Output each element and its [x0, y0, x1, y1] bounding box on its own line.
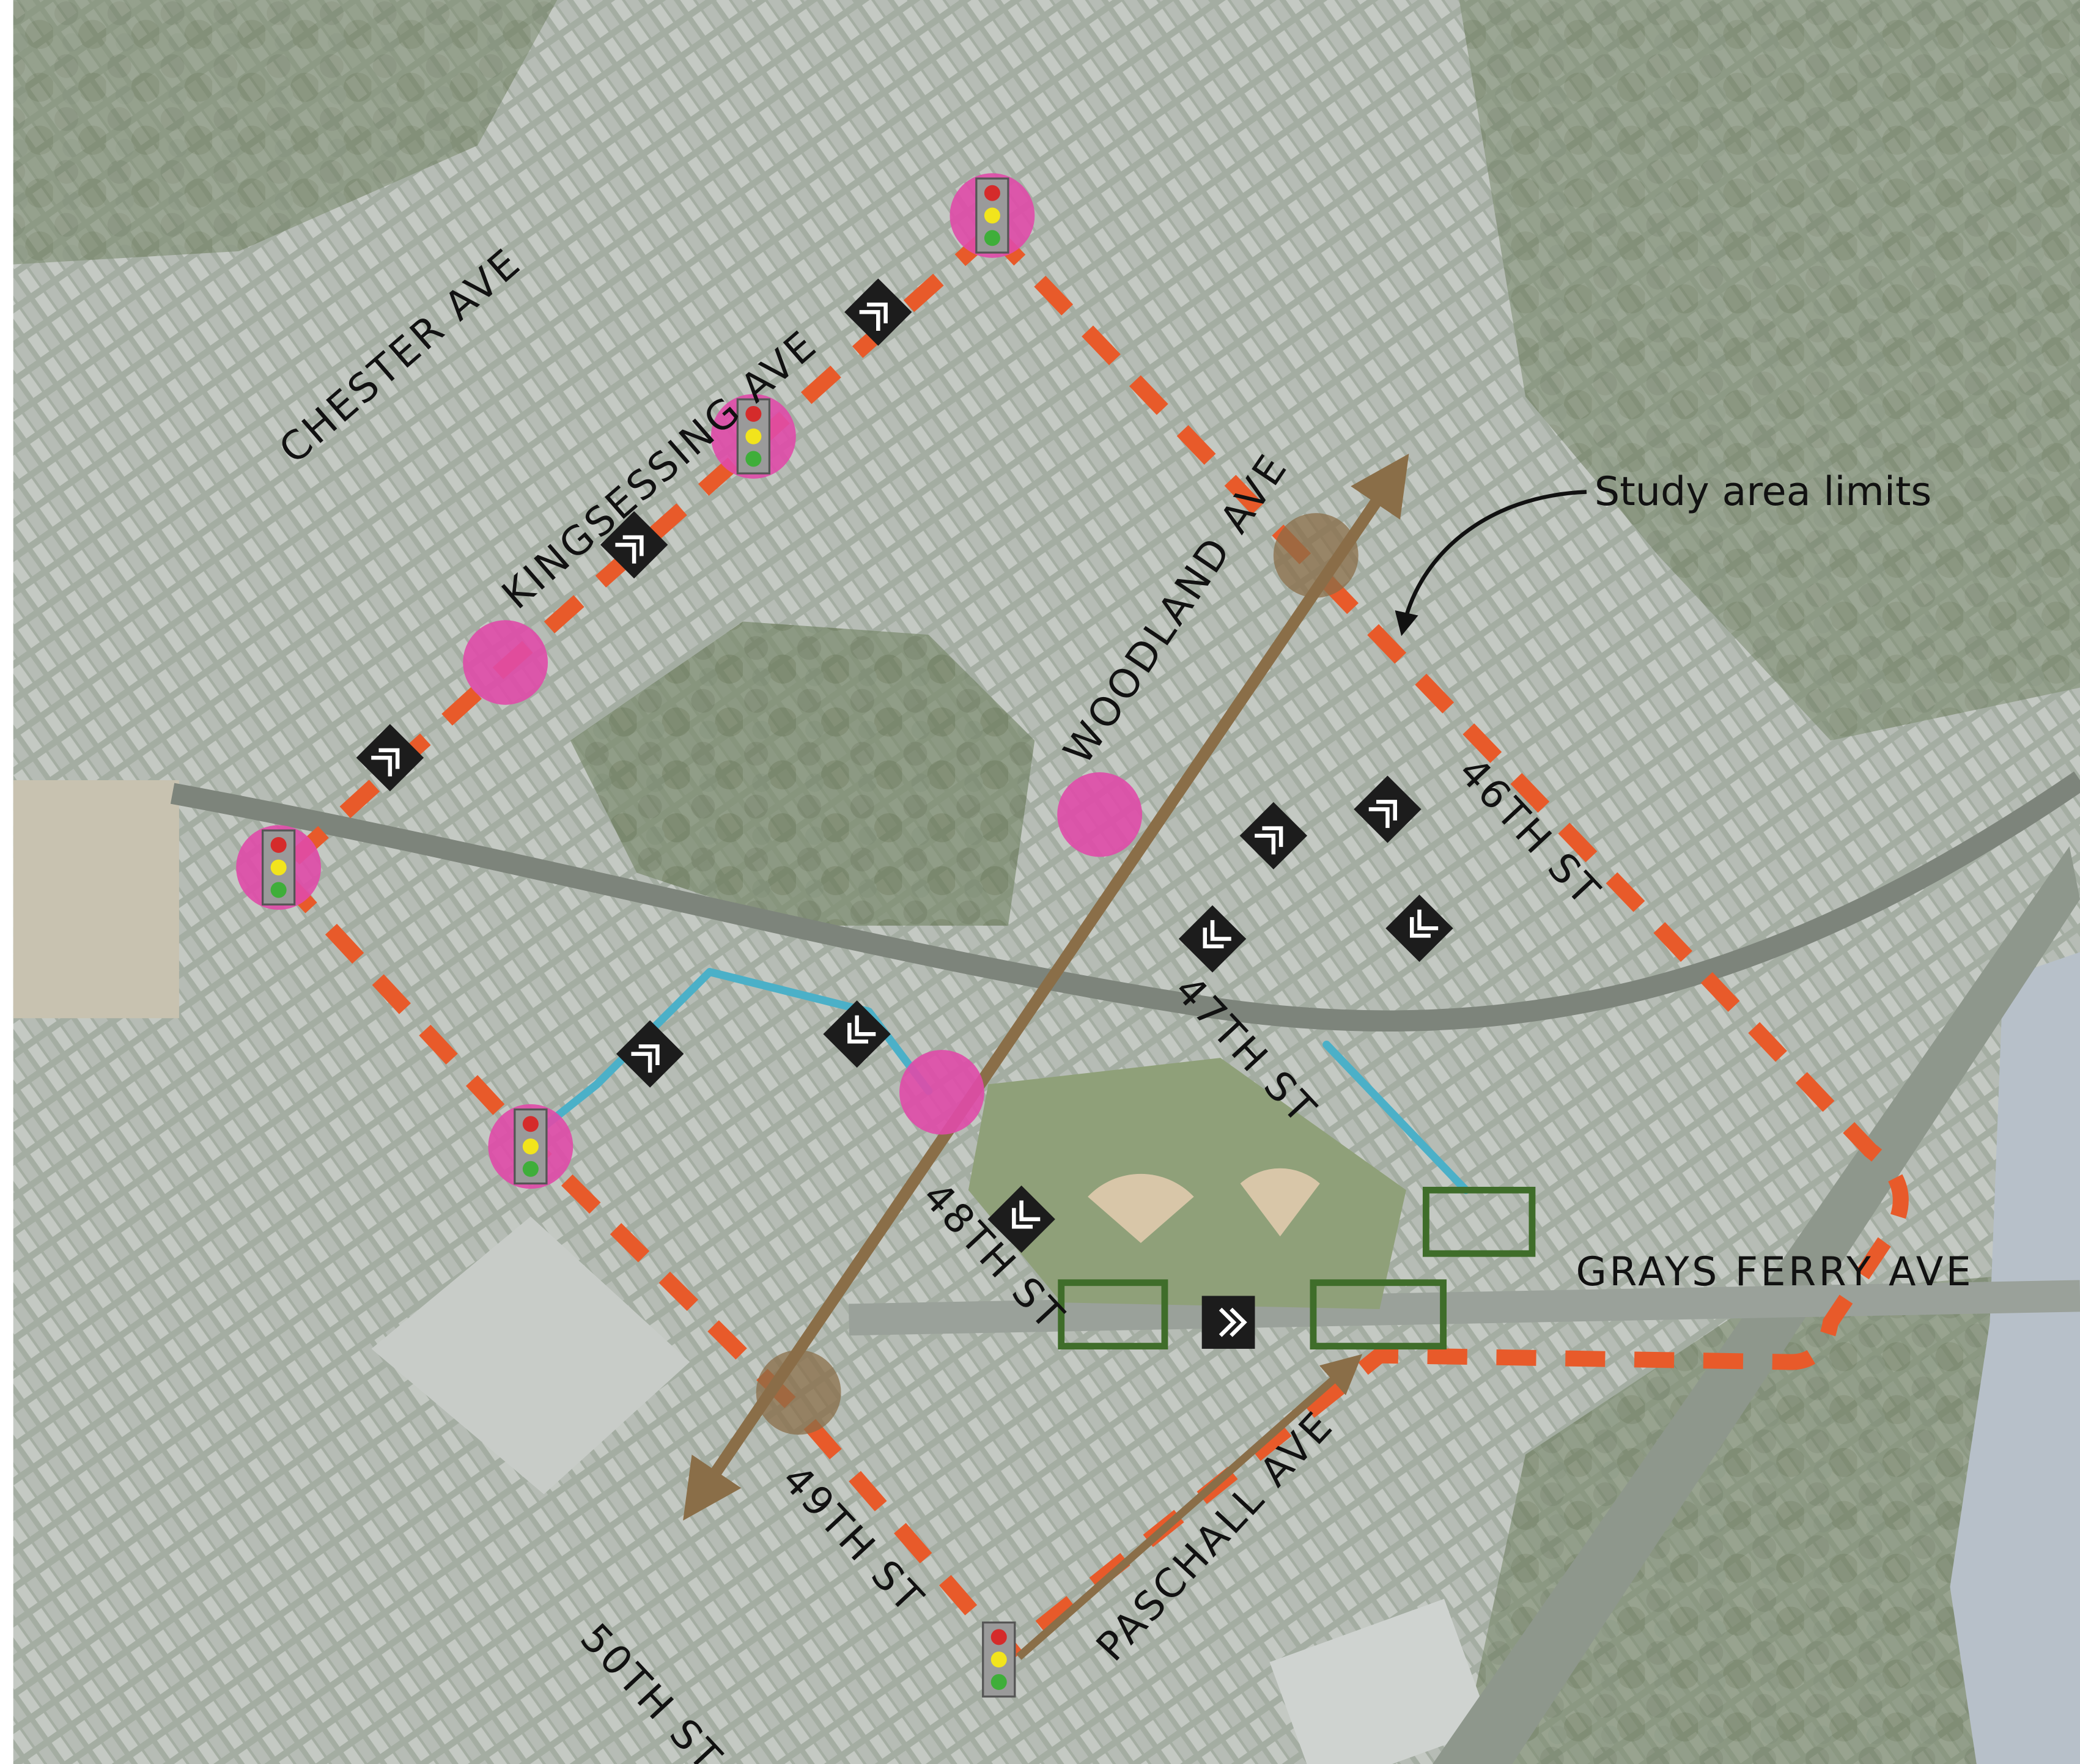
- arterial-layer: [683, 454, 1409, 1660]
- study-area-callout-label: Study area limits: [1595, 469, 1931, 515]
- paschall-ave-arrow: [1016, 1354, 1363, 1660]
- aerial-base: [13, 0, 2080, 1764]
- signal-layer: [261, 177, 1016, 1698]
- intersection-box-48th: [1058, 1279, 1168, 1350]
- one-way-chevron-icon: [1201, 1296, 1255, 1349]
- industrial-yard-west: [13, 780, 179, 1019]
- tree-canopy-southeast: [1459, 1269, 2080, 1764]
- hotspot-circle-icon: [463, 620, 548, 705]
- traffic-signal-icon: [736, 398, 771, 474]
- traffic-signal-icon: [514, 1108, 548, 1185]
- callout-arrow: [1395, 490, 1587, 637]
- warehouse-roof: [371, 1216, 690, 1494]
- intersection-boxes: [1058, 1186, 1536, 1350]
- one-way-chevron-icon: [823, 1000, 891, 1068]
- tree-canopy-east: [1459, 0, 2080, 741]
- warehouse-southeast: [1269, 1598, 1492, 1764]
- study-area-callout: Study area limits: [1395, 469, 1931, 637]
- one-way-chevron-icon: [1354, 775, 1422, 843]
- traffic-signal-icon: [975, 177, 1009, 254]
- hotspot-circle-icon: [1057, 772, 1143, 857]
- arterial-node-north: [1273, 513, 1359, 598]
- woodland-ave-arrow: [683, 454, 1409, 1521]
- tree-canopy-north: [13, 0, 558, 265]
- traffic-signal-icon: [982, 1621, 1016, 1698]
- hotspot-circle-icon: [899, 1050, 984, 1135]
- traffic-signal-icon: [261, 829, 296, 906]
- river: [1950, 952, 2080, 1764]
- intersection-box-46th: [1422, 1186, 1536, 1257]
- intersection-box-paschall: [1310, 1279, 1447, 1350]
- street-label-grays-ferry: GRAYS FERRY AVE: [1576, 1249, 1974, 1295]
- arterial-node-south: [756, 1350, 841, 1435]
